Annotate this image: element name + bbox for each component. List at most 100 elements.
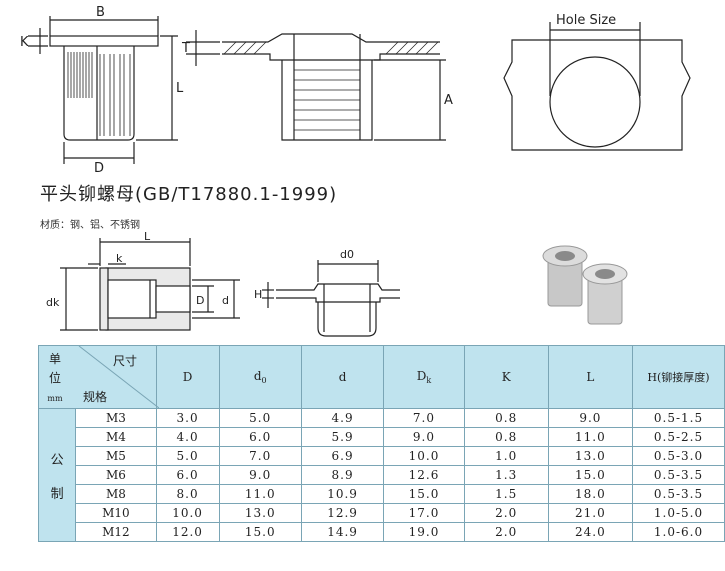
cell-l: 11.0 [547, 427, 634, 447]
cell-dk: 17.0 [383, 503, 465, 523]
spec-label: 规格 [83, 390, 108, 404]
label-l: L [176, 81, 184, 96]
cell-d0: 15.0 [218, 522, 302, 542]
cell-d: 12.9 [300, 503, 385, 523]
cell-d: 6.9 [300, 446, 385, 466]
cell-d: 3.0 [155, 408, 220, 428]
mid-label-l: L [144, 230, 151, 243]
header-d-upper: D [155, 345, 220, 409]
cell-l: 9.0 [547, 408, 634, 428]
mid-label-k: k [116, 252, 123, 265]
cell-d: 10.9 [300, 484, 385, 504]
cell-k: 1.3 [463, 465, 549, 485]
cell-l: 21.0 [547, 503, 634, 523]
cell-k: 2.0 [463, 522, 549, 542]
cell-d: 8.9 [300, 465, 385, 485]
cell-k: 1.5 [463, 484, 549, 504]
cell-d: 14.9 [300, 522, 385, 542]
size-cell: M6 [75, 465, 157, 485]
page-title: 平头铆螺母(GB/T17880.1-1999) [40, 184, 338, 205]
cell-h: 0.5-2.5 [632, 427, 725, 447]
label-a: A [444, 93, 453, 108]
cell-d: 8.0 [155, 484, 220, 504]
rivet-nut-photo [542, 245, 628, 325]
cell-d0: 9.0 [218, 465, 302, 485]
cell-k: 0.8 [463, 408, 549, 428]
size-cell: M5 [75, 446, 157, 466]
cell-l: 24.0 [547, 522, 634, 542]
cell-d: 4.9 [300, 408, 385, 428]
label-t: T [181, 41, 190, 56]
installed-cross-section [186, 30, 446, 141]
label-d: D [94, 161, 104, 175]
cell-d0: 7.0 [218, 446, 302, 466]
cell-l: 18.0 [547, 484, 634, 504]
size-label: 尺寸 [113, 354, 138, 368]
cell-h: 0.5-3.5 [632, 484, 725, 504]
cell-h: 0.5-3.5 [632, 465, 725, 485]
size-cell: M3 [75, 408, 157, 428]
table-header-row: 单 位 mm 尺寸 规格 D d0 d Dk K L H(铆接厚度) [38, 345, 725, 409]
cell-dk: 15.0 [383, 484, 465, 504]
header-d0: d0 [218, 345, 302, 409]
cell-l: 15.0 [547, 465, 634, 485]
mid-label-d-upper: D [196, 294, 204, 307]
cell-dk: 12.6 [383, 465, 465, 485]
cell-d0: 6.0 [218, 427, 302, 447]
header-l: L [547, 345, 634, 409]
material-note: 材质：钢、铝、不锈钢 [40, 220, 140, 231]
cell-dk: 7.0 [383, 408, 465, 428]
cell-k: 1.0 [463, 446, 549, 466]
header-h: H(铆接厚度) [632, 345, 725, 409]
label-k: K [20, 35, 29, 50]
cell-d0: 13.0 [218, 503, 302, 523]
hole-size-diagram [503, 22, 691, 151]
cell-l: 13.0 [547, 446, 634, 466]
size-cell: M12 [75, 522, 157, 542]
cell-dk: 19.0 [383, 522, 465, 542]
unit-label: 单 位 mm [47, 352, 63, 403]
cell-dk: 9.0 [383, 427, 465, 447]
size-cell: M10 [75, 503, 157, 523]
cell-d0: 5.0 [218, 408, 302, 428]
installed-h-diagram [262, 260, 400, 337]
cross-section-dimensions [60, 238, 240, 331]
top-diagrams: B K L D T A Hole Size [20, 5, 691, 175]
cell-k: 0.8 [463, 427, 549, 447]
size-cell: M4 [75, 427, 157, 447]
mid-label-dk: dk [46, 296, 60, 309]
mid-diagrams: L k dk D d d0 H [46, 230, 628, 337]
cell-h: 1.0-6.0 [632, 522, 725, 542]
header-dk: Dk [383, 345, 465, 409]
header-k: K [463, 345, 549, 409]
cell-d: 5.9 [300, 427, 385, 447]
cell-d: 5.0 [155, 446, 220, 466]
table-corner-cell: 单 位 mm 尺寸 规格 [39, 346, 159, 408]
cell-d: 6.0 [155, 465, 220, 485]
mid-label-d0: d0 [340, 248, 354, 261]
cell-h: 0.5-3.0 [632, 446, 725, 466]
hole-size-label: Hole Size [556, 13, 616, 28]
rivet-nut-side-view [28, 16, 178, 164]
mid-label-d-lower: d [222, 294, 229, 307]
cell-dk: 10.0 [383, 446, 465, 466]
header-d-lower: d [300, 345, 385, 409]
size-cell: M8 [75, 484, 157, 504]
cell-d: 12.0 [155, 522, 220, 542]
cell-d0: 11.0 [218, 484, 302, 504]
cell-d: 4.0 [155, 427, 220, 447]
cell-h: 1.0-5.0 [632, 503, 725, 523]
cell-k: 2.0 [463, 503, 549, 523]
mid-label-h: H [254, 288, 262, 301]
cell-h: 0.5-1.5 [632, 408, 725, 428]
label-b: B [96, 5, 105, 20]
cell-d: 10.0 [155, 503, 220, 523]
metric-side-label: 公制 [37, 408, 77, 542]
